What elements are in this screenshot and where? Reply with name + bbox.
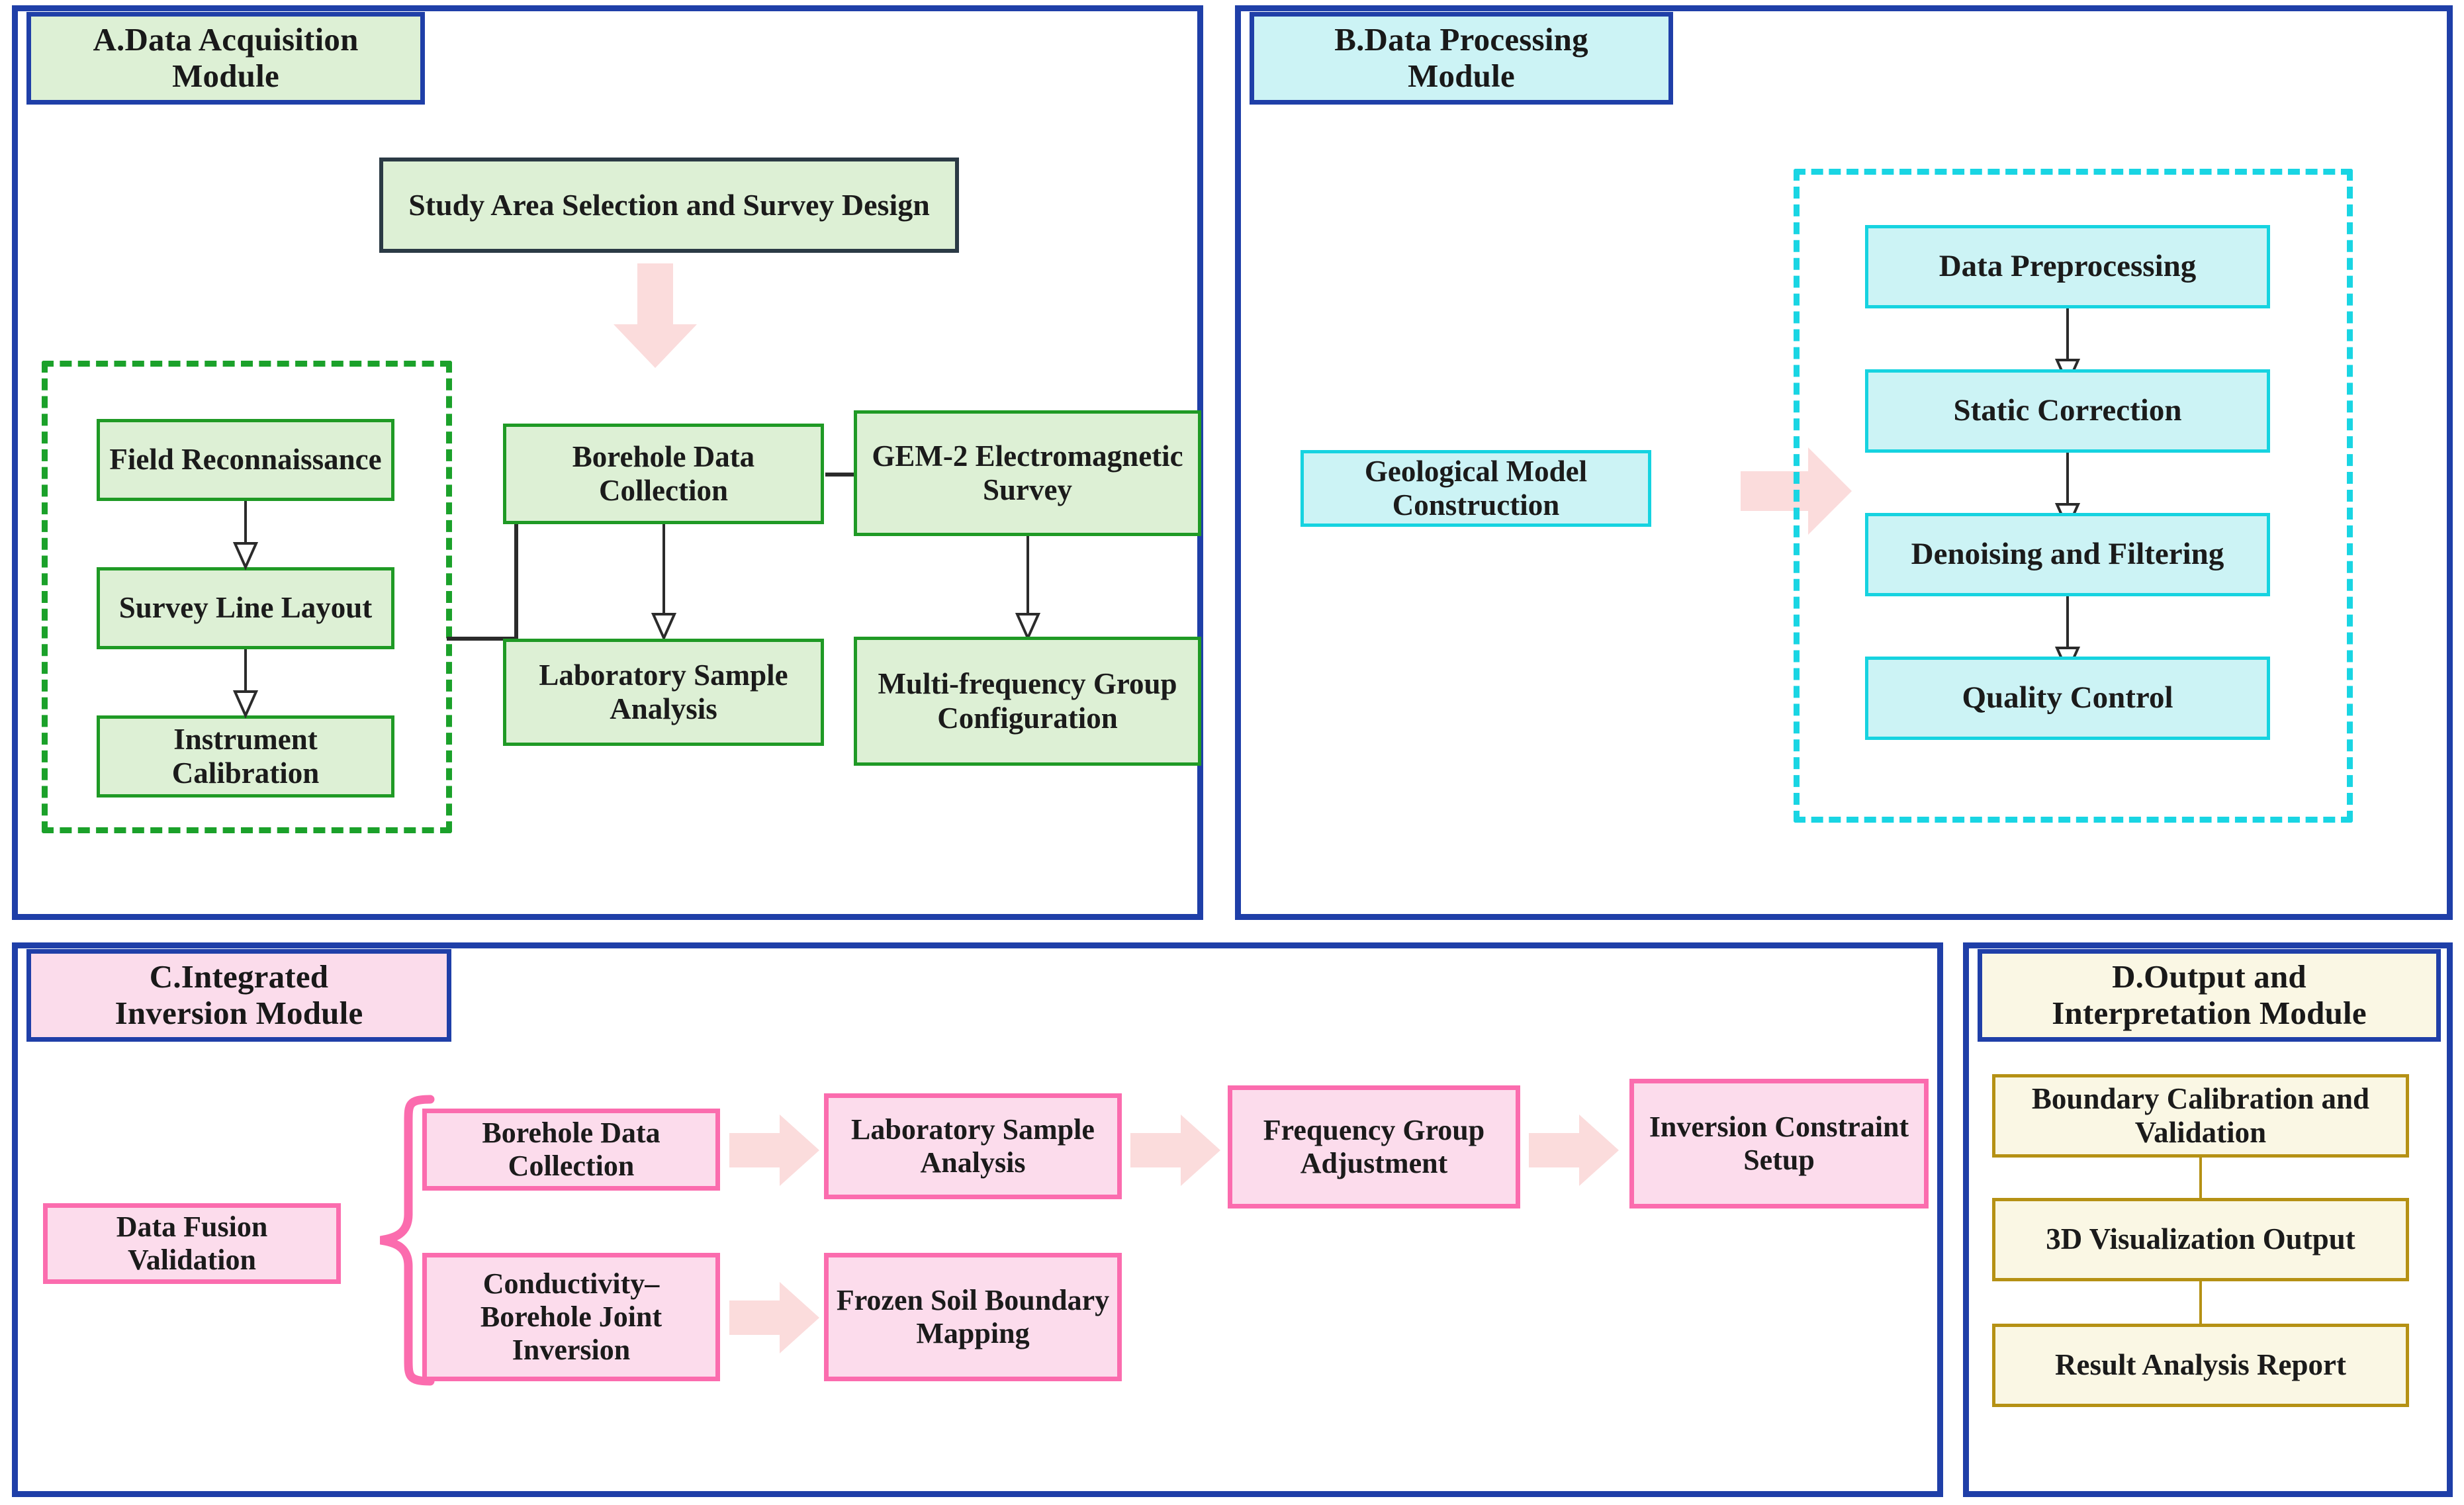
node-quality-control[interactable]: Quality Control [1865,657,2270,740]
node-laboratory-sample-analysis-c[interactable]: Laboratory Sample Analysis [824,1093,1122,1199]
node-conductivity-borehole-joint-inversion[interactable]: Conductivity–Borehole Joint Inversion [422,1253,720,1381]
node-field-reconnaissance[interactable]: Field Reconnaissance [97,419,394,501]
node-frequency-group-adjustment[interactable]: Frequency Group Adjustment [1228,1085,1520,1209]
module-b-title-line2: Module [1408,58,1515,94]
field-prep-dashed-group [42,361,452,833]
module-d-title-line2: Interpretation Module [2052,995,2367,1031]
node-static-correction[interactable]: Static Correction [1865,369,2270,453]
processing-dashed-group [1794,169,2353,823]
node-3d-visualization-output[interactable]: 3D Visualization Output [1992,1198,2409,1281]
node-survey-line-layout[interactable]: Survey Line Layout [97,567,394,649]
curly-brace-fusion [379,1095,435,1386]
node-frozen-soil-boundary-mapping[interactable]: Frozen Soil Boundary Mapping [824,1253,1122,1381]
module-c-title-line1: C.Integrated [149,958,329,995]
block-arrow-borehole-to-lab-c [729,1115,819,1186]
module-a-title: A.Data Acquisition Module [26,12,425,105]
node-laboratory-sample-analysis-a[interactable]: Laboratory Sample Analysis [503,639,824,746]
block-arrow-down-a [614,263,697,368]
node-study-area-selection[interactable]: Study Area Selection and Survey Design [379,158,959,253]
node-data-fusion-validation[interactable]: Data Fusion Validation [43,1203,341,1284]
node-denoising-and-filtering[interactable]: Denoising and Filtering [1865,513,2270,596]
node-gem2-electromagnetic-survey[interactable]: GEM-2 Electromagnetic Survey [854,410,1201,536]
node-borehole-data-collection-a[interactable]: Borehole Data Collection [503,424,824,524]
module-b-title: B.Data Processing Module [1250,12,1673,105]
module-c-title-line2: Inversion Module [114,995,363,1031]
node-multifrequency-group-config[interactable]: Multi-frequency Group Configuration [854,637,1201,766]
arrow-borehole-to-lab [651,524,677,641]
arrow-field-to-survey [232,501,259,570]
module-c-title: C.Integrated Inversion Module [26,949,451,1042]
block-arrow-joint-to-frozen [729,1282,819,1353]
node-result-analysis-report[interactable]: Result Analysis Report [1992,1324,2409,1407]
block-arrow-freq-to-inversion [1529,1115,1619,1186]
node-geological-model-construction[interactable]: Geological Model Construction [1300,450,1651,527]
module-a-title-line2: Module [172,58,279,94]
arrow-gem2-to-multifreq [1015,536,1041,641]
node-borehole-data-collection-c[interactable]: Borehole Data Collection [422,1109,720,1191]
module-b-panel [1235,5,2453,920]
module-d-title: D.Output and Interpretation Module [1978,949,2441,1042]
module-a-title-line1: A.Data Acquisition [93,21,359,58]
node-inversion-constraint-setup[interactable]: Inversion Constraint Setup [1629,1079,1929,1209]
arrow-survey-to-instrument [232,649,259,719]
module-d-title-line1: D.Output and [2112,958,2306,995]
module-b-title-line1: B.Data Processing [1334,21,1588,58]
block-arrow-lab-to-freq [1130,1115,1220,1186]
node-boundary-calibration-validation[interactable]: Boundary Calibration and Validation [1992,1074,2409,1158]
node-instrument-calibration[interactable]: Instrument Calibration [97,715,394,798]
node-data-preprocessing[interactable]: Data Preprocessing [1865,225,2270,308]
